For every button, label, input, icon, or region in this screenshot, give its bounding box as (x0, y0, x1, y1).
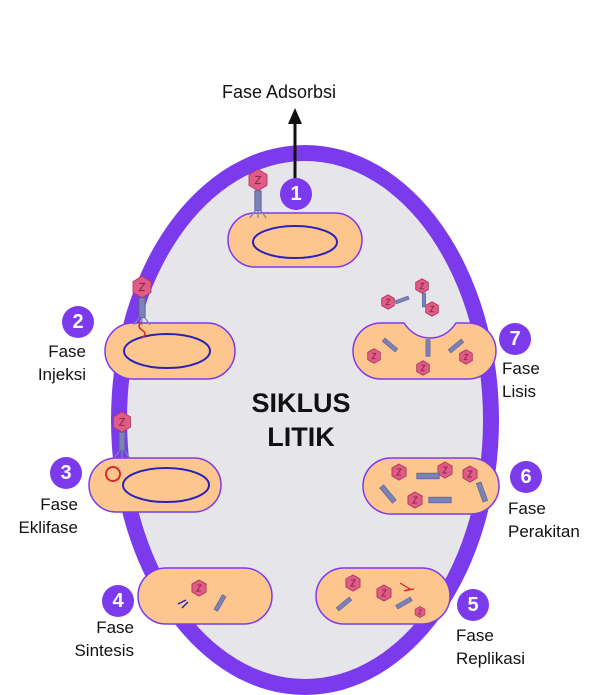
step-badge-7: 7 (499, 323, 531, 355)
step-badge-2: 2 (62, 306, 94, 338)
cell-5 (315, 567, 451, 625)
center-line-2: LITIK (267, 422, 335, 452)
step-badge-1: 1 (280, 178, 312, 210)
step-badge-6: 6 (510, 461, 542, 493)
step-label-7: Fase Lisis (502, 359, 540, 401)
step-label-3: Fase Eklifase (18, 495, 78, 537)
title-arrow (288, 108, 302, 178)
step-label-4: Fase Sintesis (74, 618, 134, 660)
cell-6 (362, 457, 500, 515)
injected-dna (138, 321, 146, 339)
cell-4 (137, 567, 273, 625)
step-label-2: Fase Injeksi (37, 342, 86, 384)
center-title: SIKLUS LITIK (236, 386, 366, 454)
step-badge-5: 5 (457, 589, 489, 621)
cell-1 (227, 212, 363, 268)
step-label-5: Fase Replikasi (456, 626, 525, 668)
cell-7 (352, 322, 497, 380)
step-label-6: Fase Perakitan (508, 499, 580, 541)
cell-3 (88, 457, 222, 513)
cell-2 (104, 322, 236, 380)
step-badge-3: 3 (50, 457, 82, 489)
title-label: Fase Adsorbsi (222, 82, 337, 102)
step-badge-4: 4 (102, 585, 134, 617)
inner-area (127, 161, 483, 679)
center-line-1: SIKLUS (251, 388, 351, 418)
